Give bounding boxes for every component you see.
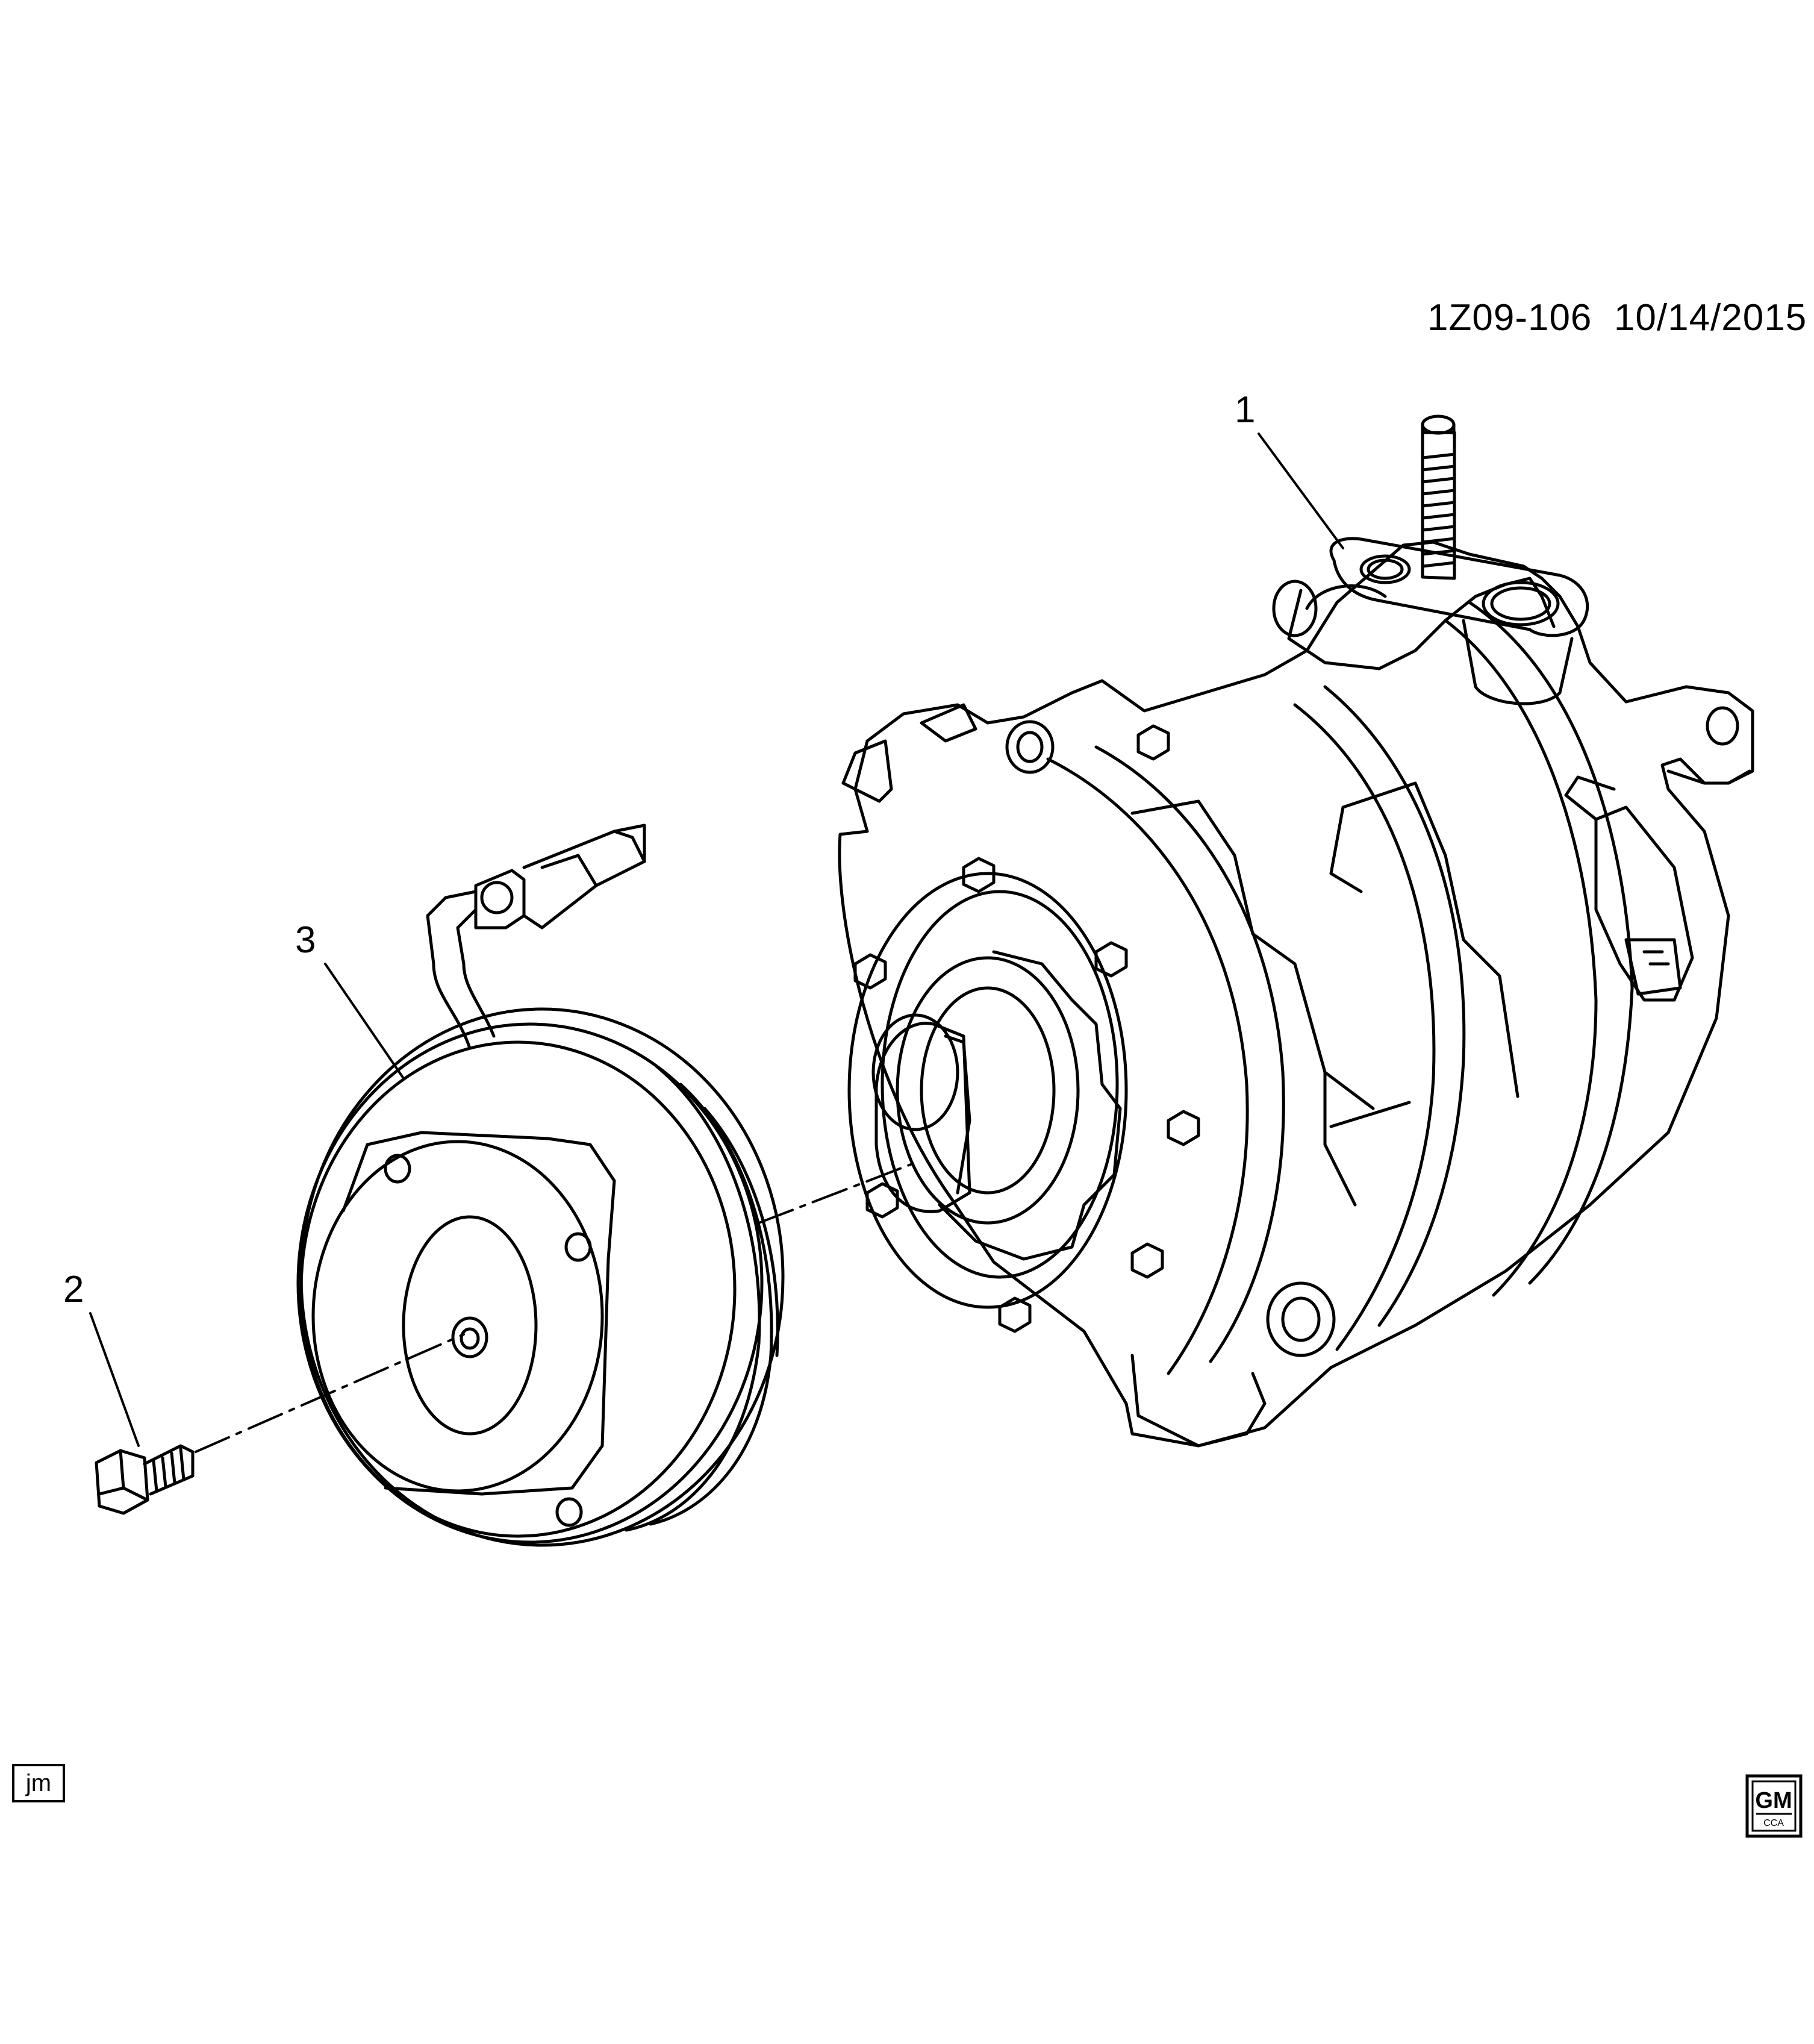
compressor-drawing <box>838 414 1754 1448</box>
callout-leader-lines <box>89 433 1344 1447</box>
callout-1: 1 <box>1235 389 1256 431</box>
callout-3: 3 <box>295 919 316 961</box>
callout-2: 2 <box>63 1269 84 1310</box>
cca-logo-text: CCA <box>1763 1818 1784 1828</box>
clutch-pulley-drawing <box>296 824 785 1547</box>
front-face-bolts <box>853 724 1200 1333</box>
diagram-reference: 1Z09-106 10/14/2015 <box>1427 299 1807 337</box>
author-initials: jm <box>25 1769 52 1796</box>
bolt-drawing <box>95 1444 195 1515</box>
reference-code: 1Z09-106 <box>1427 297 1592 339</box>
gm-logo-text: GM <box>1755 1788 1792 1813</box>
diagram-date: 10/14/2015 <box>1613 297 1807 339</box>
author-initials-box: jm <box>12 1764 65 1802</box>
assembly-axis-lines <box>195 1161 917 1453</box>
gm-logo-icon: GM CCA <box>1745 1774 1803 1838</box>
